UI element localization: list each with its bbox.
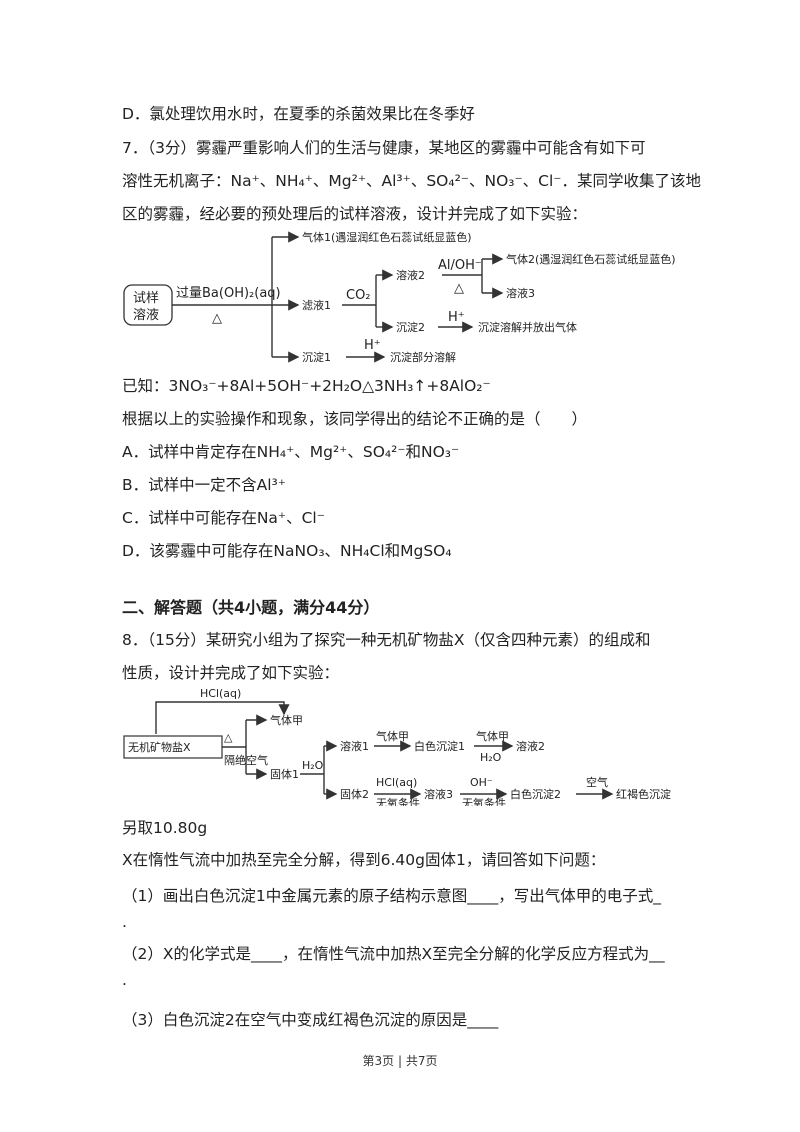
precip2-label: 沉淀2 <box>396 320 425 334</box>
air-label: 空气 <box>586 775 608 789</box>
gas-a2-label: 气体甲 <box>376 729 409 743</box>
q8-stem-line2: 性质，设计并完成了如下实验： <box>122 664 340 682</box>
oh-label: OH⁻ <box>470 776 493 789</box>
solid2-label: 固体2 <box>340 787 369 801</box>
hplus1-label: H⁺ <box>448 310 465 325</box>
q7-stem-line2: 溶性无机离子：Na⁺、NH₄⁺、Mg²⁺、Al³⁺、SO₄²⁻、NO₃⁻、Cl⁻… <box>122 172 701 190</box>
precip2-result-label: 沉淀溶解并放出气体 <box>478 320 577 334</box>
q8-extra-2: X在惰性气流中加热至完全分解，得到6.40g固体1，请回答如下问题： <box>122 851 606 869</box>
hcl2-label: HCl(aq) <box>376 776 417 789</box>
heat-label: △ <box>212 311 222 326</box>
solid1-label: 固体1 <box>270 767 299 781</box>
mineral-label: 无机矿物盐X <box>128 740 191 754</box>
q8-stem-line1: 8．（15分）某研究小组为了探究一种无机矿物盐X（仅含四种元素）的组成和 <box>122 631 651 649</box>
solution2-label: 溶液2 <box>396 268 425 282</box>
precip1-label: 沉淀1 <box>302 350 331 364</box>
no-o2-2-label: 无氧条件 <box>462 796 506 806</box>
gas-a-label: 气体甲 <box>270 713 303 727</box>
q7-stem-line1: 7．（3分）雾霾严重影响人们的生活与健康，某地区的雾霾中可能含有如下可 <box>122 139 646 157</box>
gas2-label: 气体2(遇湿润红色石蕊试纸显蓝色) <box>506 252 676 266</box>
solution2-q8-label: 溶液2 <box>516 739 545 753</box>
q7-known: 已知：3NO₃⁻+8Al+5OH⁻+2H₂O△3NH₃↑+8AlO₂⁻ <box>122 377 491 395</box>
white-precip1-label: 白色沉淀1 <box>414 739 465 753</box>
page-footer: 第3页 | 共7页 <box>362 1054 438 1068</box>
hcl-top-label: HCl(aq) <box>200 687 241 700</box>
q7-option-b: B．试样中一定不含Al³⁺ <box>122 476 286 494</box>
q7-option-c: C．试样中可能存在Na⁺、Cl⁻ <box>122 509 325 527</box>
q7-option-d: D．该雾霾中可能存在NaNO₃、NH₄Cl和MgSO₄ <box>122 542 452 560</box>
co2-label: CO₂ <box>346 288 371 303</box>
solution3-label: 溶液3 <box>506 286 535 300</box>
q8-sub1: （1）画出白色沉淀1中金属元素的原子结构示意图____，写出气体甲的电子式_ <box>122 887 661 905</box>
q8-sub1-dot: . <box>122 913 127 931</box>
white-precip2-label: 白色沉淀2 <box>510 787 561 801</box>
solution3-q8-label: 溶液3 <box>424 787 453 801</box>
filtrate1-label: 滤液1 <box>302 298 331 312</box>
q8-sub3: （3）白色沉淀2在空气中变成红褐色沉淀的原因是____ <box>122 1011 499 1029</box>
precip1-result-label: 沉淀部分溶解 <box>390 350 456 364</box>
hplus2-label: H⁺ <box>364 338 381 353</box>
q8-sub2-dot: . <box>122 971 127 989</box>
q6-option-d: D．氯处理饮用水时，在夏季的杀菌效果比在冬季好 <box>122 105 475 123</box>
sample-label-1: 试样 <box>133 291 159 306</box>
heat-label-2: △ <box>224 731 233 744</box>
q8-extra-1: 另取10.80g <box>122 819 208 837</box>
section-title: 二、解答题（共4小题，满分44分） <box>122 598 380 617</box>
water2-label: H₂O <box>480 751 502 764</box>
q8-flow-diagram: HCl(aq) 无机矿物盐X △ 隔绝空气 气体甲 固体1 H₂O 溶液1 固体… <box>123 687 671 806</box>
gas1-label: 气体1(遇湿润红色石蕊试纸显蓝色) <box>302 230 472 244</box>
red-brown-label: 红褐色沉淀 <box>616 787 671 801</box>
q8-sub2: （2）X的化学式是____，在惰性气流中加热X至完全分解的化学反应方程式为__ <box>122 945 665 963</box>
q7-stem-line3: 区的雾霾，经必要的预处理后的试样溶液，设计并完成了如下实验： <box>122 205 588 223</box>
aloh-label: Al/OH⁻ <box>438 258 482 273</box>
q7-flow-diagram: 试样 溶液 过量Ba(OH)₂(aq) △ 气体1(遇湿润红色石蕊试纸显蓝色) … <box>123 230 676 364</box>
water-label: H₂O <box>302 759 324 772</box>
q7-option-a: A．试样中肯定存在NH₄⁺、Mg²⁺、SO₄²⁻和NO₃⁻ <box>122 443 460 461</box>
solution1-label: 溶液1 <box>340 739 369 753</box>
gas-a3-label: 气体甲 <box>476 729 509 743</box>
reagent-label: 过量Ba(OH)₂(aq) <box>176 286 281 301</box>
no-o2-1-label: 无氧条件 <box>376 796 420 806</box>
heat2-label: △ <box>454 281 464 296</box>
sample-label-2: 溶液 <box>133 308 159 323</box>
q7-question: 根据以上的实验操作和现象，该同学得出的结论不正确的是（ ） <box>122 410 588 428</box>
